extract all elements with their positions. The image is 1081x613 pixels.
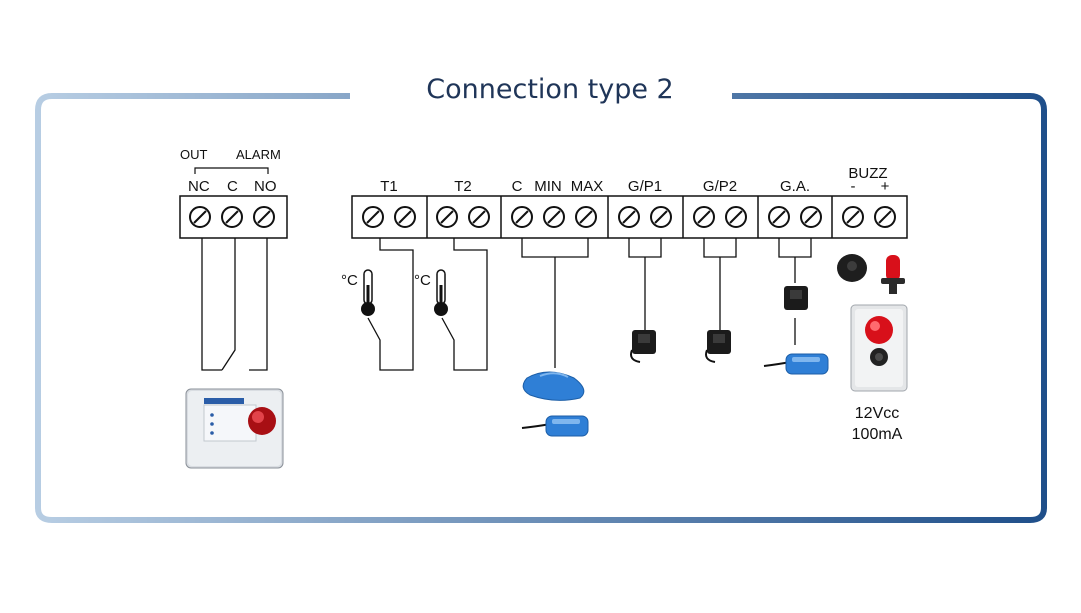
screw-terminal-icon xyxy=(436,206,458,228)
pressure-switch-icon xyxy=(630,330,656,363)
screw-terminal-icon xyxy=(842,206,864,228)
label-t2: T2 xyxy=(454,178,472,195)
screw-terminal-icon xyxy=(725,206,747,228)
screw-terminal-icon xyxy=(618,206,640,228)
relay-contact-wiring xyxy=(201,238,268,371)
float-switch-icon xyxy=(522,371,585,401)
label-nc: NC xyxy=(188,178,210,195)
t2-wiring xyxy=(441,238,488,371)
buzzer-voltage: 12Vcc xyxy=(855,405,899,422)
label-ga: G.A. xyxy=(780,178,810,195)
screw-terminal-icon xyxy=(543,206,565,228)
screw-terminal-icon xyxy=(511,206,533,228)
float-switch-icon xyxy=(763,353,829,375)
label-level-c: C xyxy=(512,178,523,195)
label-level-max: MAX xyxy=(571,178,604,195)
label-t1: T1 xyxy=(380,178,398,195)
buzzer-icon xyxy=(837,254,867,282)
screw-terminal-icon xyxy=(253,206,275,228)
screw-terminal-icon xyxy=(575,206,597,228)
gp1-wiring xyxy=(628,238,662,330)
screw-terminal-icon xyxy=(394,206,416,228)
level-wiring xyxy=(521,238,589,368)
gp2-wiring xyxy=(703,238,737,330)
t2-unit: °C xyxy=(414,272,431,289)
beacon-icon xyxy=(881,255,905,294)
terminal-dividers xyxy=(426,196,833,238)
ga-wiring xyxy=(778,238,812,283)
t1-wiring xyxy=(367,238,414,371)
float-switch-icon xyxy=(521,415,589,437)
thermometer-icon xyxy=(361,269,375,316)
pressure-switch-icon xyxy=(705,330,731,363)
screw-terminal-icon xyxy=(768,206,790,228)
screw-terminal-icon xyxy=(800,206,822,228)
page-title: Connection type 2 xyxy=(426,74,674,105)
alarm-panel-icon xyxy=(185,388,284,469)
label-buzz: BUZZ xyxy=(848,165,887,182)
buzzer-current: 100mA xyxy=(852,426,903,443)
screw-terminal-icon xyxy=(362,206,384,228)
label-gp1: G/P1 xyxy=(628,178,662,195)
screw-terminal-icon xyxy=(189,206,211,228)
screw-terminal-icon xyxy=(693,206,715,228)
screw-terminal-icon xyxy=(650,206,672,228)
thermometer-icon xyxy=(434,269,448,316)
siren-box-icon xyxy=(850,304,908,392)
label-buzz-minus: - xyxy=(851,178,856,195)
label-level-min: MIN xyxy=(534,178,562,195)
label-no: NO xyxy=(254,178,277,195)
t1-unit: °C xyxy=(341,272,358,289)
label-gp2: G/P2 xyxy=(703,178,737,195)
screw-terminal-icon xyxy=(468,206,490,228)
label-buzz-plus: + xyxy=(881,178,890,195)
screw-terminal-icon xyxy=(221,206,243,228)
label-c: C xyxy=(227,178,238,195)
frame-border xyxy=(35,93,1047,523)
screw-terminals xyxy=(362,206,896,228)
screw-terminal-icon xyxy=(874,206,896,228)
label-alarm: ALARM xyxy=(236,147,281,162)
pressure-switch-icon xyxy=(784,286,808,310)
label-out: OUT xyxy=(180,147,208,162)
out-alarm-bracket xyxy=(194,167,269,174)
